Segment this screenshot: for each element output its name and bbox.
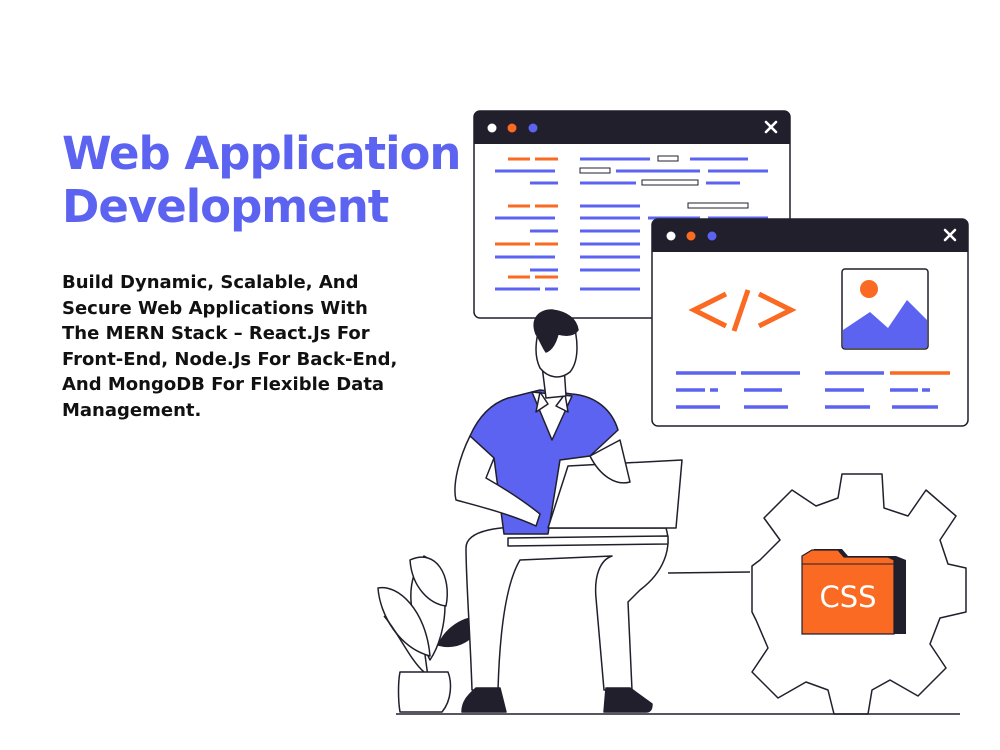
- title-line-2: Development: [62, 180, 389, 233]
- description-line-6: Management.: [62, 399, 202, 421]
- browser-window: [651, 218, 969, 427]
- browser-titlebar: [652, 219, 968, 252]
- content-lines: [676, 371, 950, 409]
- code-lines: [495, 155, 768, 291]
- title-line-1: Web Application: [62, 127, 461, 180]
- folder-label: CSS: [819, 580, 876, 614]
- close-icon[interactable]: [764, 120, 778, 134]
- close-icon[interactable]: [943, 228, 957, 242]
- window-dot-blue: [528, 123, 538, 133]
- description-line-3: The MERN Stack – React.Js For: [62, 323, 370, 344]
- laptop-icon: [547, 459, 683, 529]
- page-title: Web Application Development: [62, 127, 461, 233]
- ground: [396, 571, 960, 715]
- person-icon: [454, 309, 683, 713]
- folder-icon: CSS: [801, 549, 906, 635]
- window-dot-white: [666, 231, 676, 241]
- description-line-4: Front-End, Node.Js For Back-End,: [62, 348, 398, 370]
- plant-icon: [377, 555, 481, 713]
- code-icon: [688, 289, 797, 332]
- code-editor-titlebar: [474, 111, 790, 144]
- window-dot-orange: [507, 123, 517, 133]
- description-line-2: Secure Web Applications With: [62, 297, 368, 319]
- description-line-1: Build Dynamic, Scalable, And: [62, 272, 359, 293]
- window-dot-white: [487, 123, 497, 133]
- description: Build Dynamic, Scalable, And Secure Web …: [62, 270, 462, 423]
- window-dot-orange: [686, 231, 696, 241]
- image-icon: [841, 268, 929, 350]
- description-line-5: And MongoDB For Flexible Data: [62, 374, 385, 395]
- window-dot-blue: [707, 231, 717, 241]
